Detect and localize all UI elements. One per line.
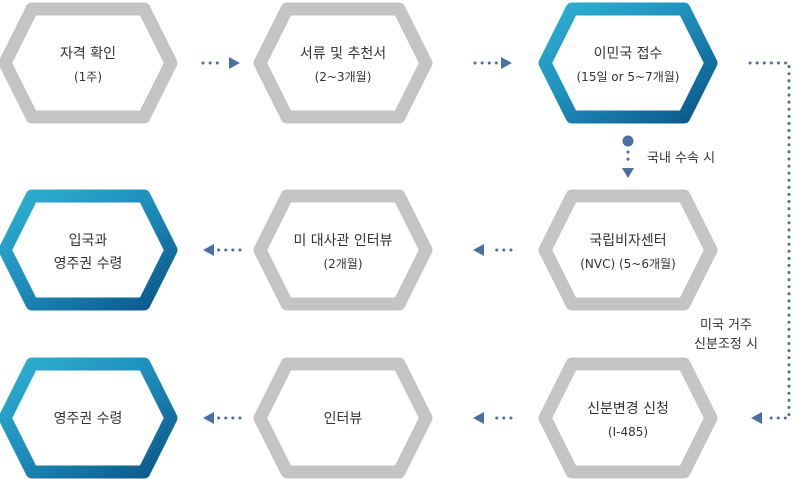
hexagon-shape [0, 357, 178, 479]
arrow-head [203, 412, 214, 424]
step-title: 신분변경 신청 [587, 401, 669, 417]
step-title: 인터뷰 [324, 411, 363, 427]
arrow-head [501, 57, 512, 69]
arrow-head [473, 244, 484, 256]
step-immigration: 이민국 접수 (15일 or 5~7개월) [538, 2, 718, 124]
arrow-head [751, 412, 762, 424]
route-us-resident [748, 61, 791, 420]
step-subtitle: (I-485) [608, 425, 648, 439]
step-subtitle: (2개월) [323, 257, 362, 271]
connectors [201, 57, 791, 424]
domestic-processing-note: 국내 수속 시 [647, 151, 715, 166]
hexagon-shape [253, 357, 433, 479]
hexagon-shape [538, 2, 718, 124]
step-subtitle: (1주) [74, 70, 102, 84]
hexagon-shape [253, 2, 433, 124]
us-resident-note-line1: 미국 거주 [700, 318, 752, 333]
arrow-head [203, 244, 214, 256]
arrow-head [473, 412, 484, 424]
step-title: 서류 및 추천서 [300, 46, 386, 62]
hexagon-shape [253, 189, 433, 311]
step-subtitle: (15일 or 5~7개월) [577, 70, 680, 84]
domestic-path-start-dot [622, 135, 634, 147]
step-interview: 인터뷰 [253, 357, 433, 479]
step-nvc: 국립비자센터 (NVC) (5~6개월) [538, 189, 718, 311]
hexagon-shape [0, 2, 178, 124]
step-subtitle: (NVC) (5~6개월) [580, 257, 676, 271]
step-title: 미 대사관 인터뷰 [293, 233, 392, 249]
step-title: 국립비자센터 [589, 233, 666, 249]
hexagon-shape [0, 189, 178, 311]
step-subtitle: 영주권 수령 [54, 256, 123, 272]
step-title: 영주권 수령 [54, 411, 123, 427]
step-title: 입국과 [69, 233, 108, 249]
arrow-head [622, 168, 634, 178]
us-resident-note-line2: 신분조정 시 [694, 337, 758, 352]
step-title: 이민국 접수 [594, 46, 663, 62]
step-greencard: 영주권 수령 [0, 357, 178, 479]
step-documents: 서류 및 추천서 (2~3개월) [253, 2, 433, 124]
hexagon-shape [538, 189, 718, 311]
step-status-adjust: 신분변경 신청 (I-485) [538, 357, 718, 479]
step-subtitle: (2~3개월) [315, 70, 372, 84]
step-title: 자격 확인 [60, 46, 116, 62]
step-eligibility: 자격 확인 (1주) [0, 2, 178, 124]
step-interview-embassy: 미 대사관 인터뷰 (2개월) [253, 189, 433, 311]
hexagon-shape [538, 357, 718, 479]
arrow-head [229, 57, 240, 69]
